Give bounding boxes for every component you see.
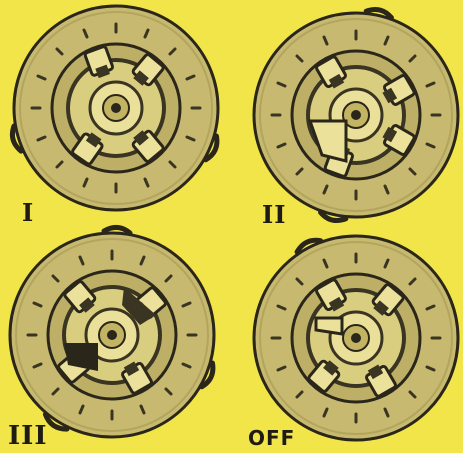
dial-1	[9, 6, 220, 210]
dial-off	[254, 236, 458, 440]
dial-label-off: OFF	[248, 428, 295, 448]
dial-label-2: II	[262, 203, 286, 227]
dial-2	[254, 8, 458, 223]
dial-label-1: I	[22, 201, 34, 225]
dial-label-3: III	[8, 423, 48, 449]
dial-3	[10, 227, 216, 437]
